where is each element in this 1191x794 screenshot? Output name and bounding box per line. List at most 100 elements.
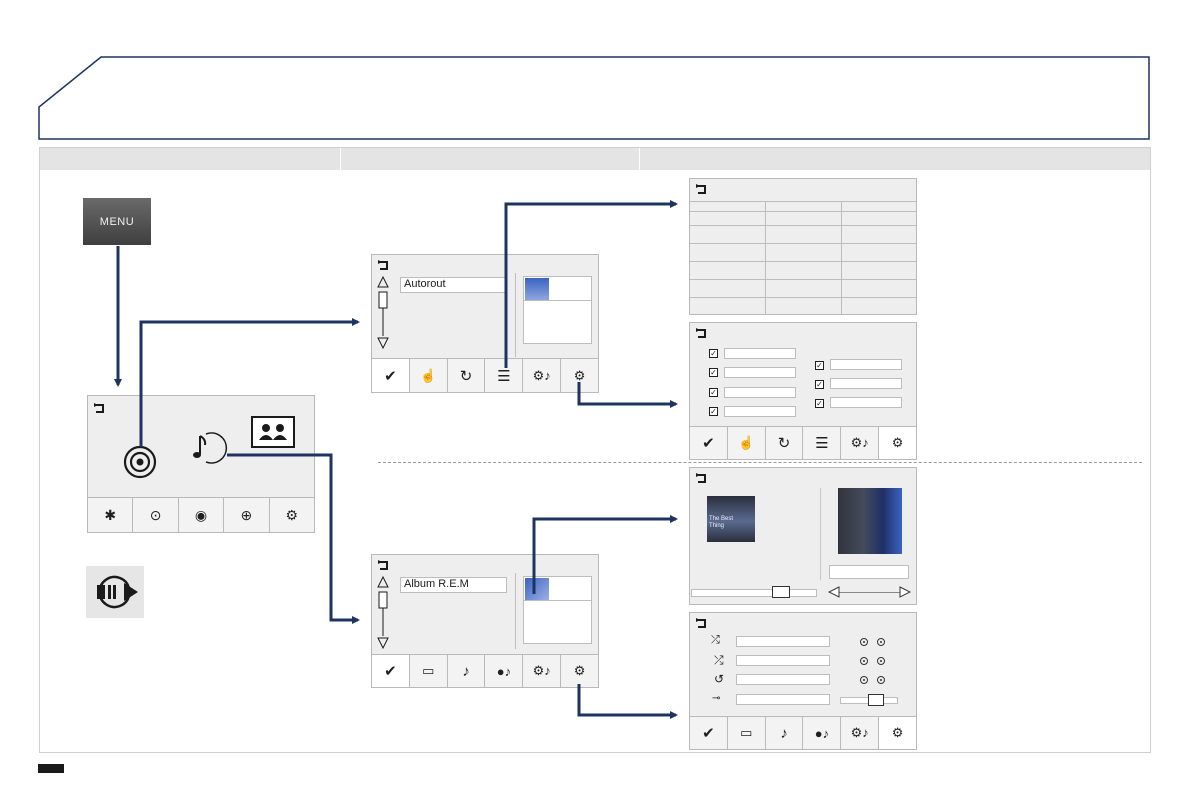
music-note-icon[interactable] (188, 430, 228, 466)
settings-button[interactable]: ⚙ (561, 655, 598, 687)
audio-settings-button[interactable]: ⚙♪ (523, 655, 562, 687)
folder-icon: ▭ (422, 663, 435, 678)
arrow-settings-to-media-options (577, 684, 678, 719)
list-button[interactable]: ☰ (803, 427, 842, 459)
content-frame (39, 147, 1151, 753)
contacts-icon[interactable] (251, 416, 295, 448)
list-divider (515, 273, 516, 357)
back-arrow-icon[interactable] (695, 183, 709, 197)
media-source-button[interactable]: ◉ (179, 498, 225, 532)
back-arrow-icon[interactable] (93, 402, 107, 416)
confirm-button[interactable]: ✔ (372, 359, 410, 392)
menu-button-label: MENU (99, 215, 135, 228)
back-arrow-icon[interactable] (377, 559, 391, 573)
back-arrow-icon[interactable] (695, 327, 709, 341)
navigation-button[interactable]: ⊙ (133, 498, 179, 532)
aux-level-thumb[interactable] (868, 694, 884, 706)
option-checkbox[interactable]: ✓ (709, 349, 718, 358)
aux-input-icon: ⊸ (712, 693, 721, 704)
album-cover-small: The Best Thing (707, 496, 755, 542)
list-icon: ☰ (497, 367, 511, 385)
progress-thumb[interactable] (772, 586, 790, 598)
confirm-button[interactable]: ✔ (690, 427, 728, 459)
touch-select-button[interactable]: ☝ (410, 359, 448, 392)
album-list-item[interactable]: Album R.E.M (400, 577, 507, 593)
dashed-separator (378, 462, 1142, 463)
page-marker (38, 764, 64, 773)
music-note-icon: ♪ (462, 662, 470, 680)
back-arrow-icon[interactable] (695, 472, 709, 486)
option-field (724, 348, 796, 359)
option-checkbox[interactable]: ✓ (709, 388, 718, 397)
settings-gears-icon: ⚙ (285, 506, 299, 523)
album-cover (525, 578, 549, 600)
artist-button[interactable]: ●♪ (803, 717, 842, 749)
list-icon: ☰ (815, 435, 829, 452)
refresh-button[interactable]: ↻ (766, 427, 804, 459)
arrow-music-to-media (227, 453, 360, 624)
settings-button[interactable]: ⚙ (270, 498, 314, 532)
track-button[interactable]: ♪ (448, 655, 486, 687)
station-preview (523, 276, 592, 344)
refresh-button[interactable]: ↻ (448, 359, 486, 392)
scroll-bar[interactable] (377, 276, 389, 350)
arrow-radio-to-list (139, 318, 360, 447)
column-header-strip (40, 148, 1150, 170)
media-list-screen: Album R.E.M ✔ ▭ ♪ ●♪ ⚙♪ ⚙ (371, 554, 599, 688)
arrow-settings-to-options (577, 382, 678, 408)
option-checkbox[interactable]: ✓ (709, 407, 718, 416)
player-divider (820, 488, 821, 580)
bluetooth-phone-icon: ✱ (104, 506, 117, 523)
touch-icon: ☝ (420, 367, 437, 383)
navigation-icon: ⊙ (149, 506, 162, 523)
back-arrow-icon[interactable] (377, 259, 391, 273)
previous-arrow-icon[interactable] (828, 586, 840, 598)
header-banner (38, 56, 1150, 140)
option-radio[interactable] (860, 676, 868, 684)
audio-settings-button[interactable]: ⚙♪ (841, 427, 880, 459)
folder-button[interactable]: ▭ (728, 717, 766, 749)
check-icon: ✔ (702, 435, 715, 452)
radio-list-screen: Autorout ✔ ☝ ↻ ☰ ⚙♪ ⚙ (371, 254, 599, 393)
internet-button[interactable]: ⊕ (224, 498, 270, 532)
audio-settings-icon: ⚙♪ (532, 367, 551, 383)
option-radio[interactable] (877, 638, 885, 646)
confirm-button[interactable]: ✔ (690, 717, 728, 749)
station-list-item[interactable]: Autorout (400, 277, 507, 293)
next-arrow-icon[interactable] (899, 586, 911, 598)
artist-button[interactable]: ●♪ (485, 655, 524, 687)
audio-settings-button[interactable]: ⚙♪ (841, 717, 880, 749)
track-button[interactable]: ♪ (766, 717, 804, 749)
media-options-screen: ⤮ ⤮ ↺ ⊸ ✔ ▭ ♪ ●♪ ⚙♪ ⚙ (689, 612, 917, 750)
check-icon: ✔ (384, 367, 397, 385)
confirm-button[interactable]: ✔ (372, 655, 410, 687)
option-field (830, 378, 902, 389)
settings-button[interactable]: ⚙ (879, 427, 916, 459)
option-radio[interactable] (860, 638, 868, 646)
station-table[interactable] (690, 201, 916, 314)
preview-divider (524, 300, 591, 301)
option-radio[interactable] (860, 657, 868, 665)
scroll-bar[interactable] (377, 576, 389, 650)
seek-track (829, 592, 909, 593)
menu-button[interactable]: MENU (83, 198, 151, 245)
touch-select-button[interactable]: ☝ (728, 427, 766, 459)
settings-button[interactable]: ⚙ (561, 359, 598, 392)
option-radio[interactable] (877, 676, 885, 684)
settings-button[interactable]: ⚙ (879, 717, 916, 749)
folder-button[interactable]: ▭ (410, 655, 448, 687)
radio-options-screen: ✓ ✓ ✓ ✓ ✓ ✓ ✓ ✔ ☝ ↻ ☰ ⚙♪ ⚙ (689, 322, 917, 460)
option-checkbox[interactable]: ✓ (815, 361, 824, 370)
option-checkbox[interactable]: ✓ (709, 368, 718, 377)
play-pause-source-button[interactable] (86, 566, 144, 618)
option-checkbox[interactable]: ✓ (815, 380, 824, 389)
bluetooth-phone-button[interactable]: ✱ (88, 498, 134, 532)
back-arrow-icon[interactable] (695, 617, 709, 631)
media-source-icon: ◉ (194, 506, 208, 523)
option-field (724, 387, 796, 398)
track-info-field (829, 565, 909, 579)
option-checkbox[interactable]: ✓ (815, 399, 824, 408)
list-button[interactable]: ☰ (485, 359, 524, 392)
audio-settings-button[interactable]: ⚙♪ (523, 359, 562, 392)
option-radio[interactable] (877, 657, 885, 665)
